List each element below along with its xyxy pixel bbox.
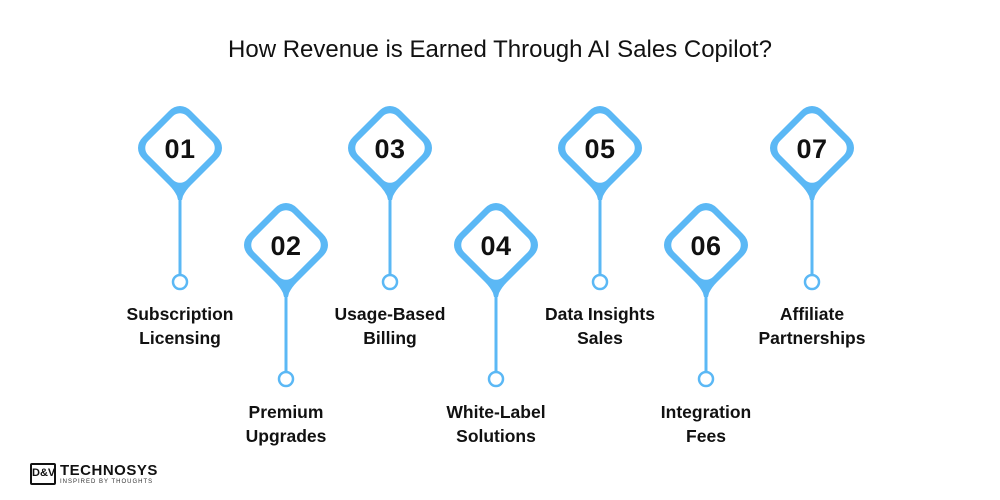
step-label-line1: Usage-Based [334,304,446,324]
pin-marker-icon [348,106,432,291]
step-label-line2: Sales [577,328,623,348]
step-label: Premium Upgrades [226,400,346,448]
step-label-line1: Affiliate [779,304,845,324]
step-label-line1: Data Insights [545,304,655,324]
step-label-line2: Partnerships [758,328,866,348]
step-number: 01 [164,134,196,164]
step-label-line2: Solutions [456,426,536,446]
step-number: 04 [480,231,512,261]
step-label: Affiliate Partnerships [752,302,872,350]
page-title: How Revenue is Earned Through AI Sales C… [228,36,772,63]
pin-marker-icon [454,203,538,388]
step-number: 05 [584,134,616,164]
pin-marker-icon [138,106,222,291]
step-label: Usage-Based Billing [330,302,450,350]
logo-mark: D&V [30,463,56,485]
step-label-line1: White-Label [446,402,546,422]
pin-marker-icon [558,106,642,291]
step-label: Integration Fees [646,400,766,448]
pin-marker-icon [664,203,748,388]
step-label-line1: Premium [248,402,324,422]
step-number: 02 [270,231,302,261]
step-label-line1: Subscription [126,304,234,324]
logo-tagline: INSPIRED BY THOUGHTS [60,479,154,485]
logo-brand: TECHNOSYS [60,462,158,479]
pin-marker-icon [244,203,328,388]
step-label-line2: Licensing [139,328,221,348]
step-label-line2: Billing [363,328,417,348]
pin-marker-icon [770,106,854,291]
step-number: 07 [796,134,828,164]
step-label-line2: Fees [686,426,726,446]
step-label-line1: Integration [660,402,752,422]
step-label-line2: Upgrades [245,426,327,446]
step-label: White-Label Solutions [436,400,556,448]
step-label: Subscription Licensing [120,302,240,350]
step-label: Data Insights Sales [540,302,660,350]
step-number: 03 [374,134,406,164]
step-number: 06 [690,231,722,261]
